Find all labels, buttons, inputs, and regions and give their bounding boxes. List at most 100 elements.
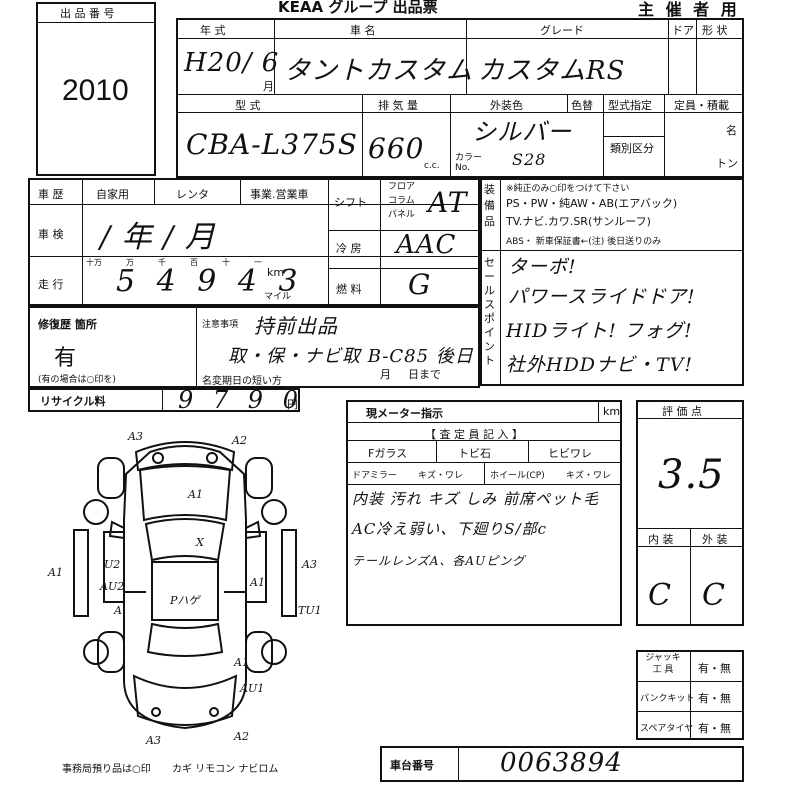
remark-line-1: 内装 汚れ キズ しみ 前席ペット毛 — [352, 490, 600, 508]
month-due: 月 — [380, 368, 391, 381]
jack-yes-no: 有・無 — [698, 662, 731, 675]
exterior-label: 外 装 — [702, 533, 728, 546]
equipment-row-3: ABS・ 新車保証書←(注) 後日送りのみ — [506, 237, 662, 247]
vehicle-info-grid — [176, 18, 744, 178]
year-label: 年 式 — [200, 24, 226, 37]
mark-hood: A1 — [187, 488, 203, 501]
interior-label: 内 装 — [648, 533, 674, 546]
tobi-ishi-label: トビ石 — [458, 447, 491, 460]
mark-roof: Pハゲ — [169, 594, 201, 607]
inspection-label: 車 検 — [38, 228, 64, 241]
mileage-label: 走 行 — [38, 278, 64, 291]
inspector-label: 【 査 定 員 記 入 】 — [425, 428, 523, 441]
chassis-label: 車台番号 — [390, 759, 434, 772]
history-label: 車 歴 — [38, 188, 64, 201]
remark-line-3: テールレンズA、各AUピング — [352, 554, 526, 568]
persons-unit: 名 — [726, 124, 737, 137]
mileage-value: 5 4 9 4 3 — [116, 264, 304, 299]
wheel-values: キズ・ワレ — [566, 471, 612, 481]
sales-point-3: HIDライト! フォグ! — [506, 320, 693, 342]
equipment-row-1: PS・PW・純AW・AB(エアバック) — [506, 197, 678, 210]
mark-rear-left: A3 — [145, 734, 161, 747]
column-label: コラム — [388, 196, 415, 206]
sales-point-label: セールスポイント — [484, 256, 495, 367]
exterior-color-value: シルバー — [472, 118, 572, 146]
displacement-label: 排 気 量 — [378, 99, 418, 112]
history-grid — [28, 178, 480, 306]
mark-rear-quarter: A1 — [233, 656, 249, 669]
f-glass-label: Fガラス — [368, 447, 408, 460]
day-due: 日まで — [408, 368, 441, 381]
score-value: 3.5 — [658, 452, 725, 498]
tons-unit: トン — [716, 157, 738, 170]
equipment-row-2: TV.ナビ.カワ.SR(サンルーフ) — [506, 215, 651, 228]
fuel-label: 燃 料 — [336, 283, 362, 296]
mark-front-right: A2 — [231, 434, 247, 447]
repair-value: 有 — [54, 346, 77, 371]
sales-point-4: 社外HDDナビ・TV! — [506, 354, 694, 376]
meter-label: 現メーター指示 — [366, 407, 443, 420]
private-label: 自家用 — [96, 188, 129, 201]
equipment-label: 装備品 — [484, 183, 495, 228]
repair-label: 修復歴 箇所 — [38, 318, 97, 331]
hibi-ware-label: ヒビワレ — [548, 447, 592, 460]
office-items-list: カギ リモコン ナビロム — [172, 764, 279, 775]
yen-unit: 円 — [287, 398, 298, 411]
interior-grade: C — [648, 578, 672, 613]
door-mirror-label: ドアミラー — [352, 471, 397, 481]
recycle-value: 9 7 9 0 — [178, 386, 304, 414]
shift-label: シフト — [334, 196, 367, 209]
mark-right-side: A3 — [301, 558, 317, 571]
mark-right-door: A1 — [249, 576, 265, 589]
inspection-value: / 年 / 月 — [100, 220, 216, 255]
sales-point-2: パワースライドドア! — [508, 286, 696, 308]
color-change-label: 色替 — [571, 99, 593, 112]
name-change-label: 名変期日の短い方 — [202, 376, 282, 387]
color-no-label: カラー No. — [455, 153, 483, 173]
jack-label: ジャッキ 工 具 — [645, 653, 681, 675]
mark-right-rear: TU1 — [298, 604, 322, 617]
mark-left-fender: U2 — [104, 558, 120, 571]
displacement-value: 660 — [368, 132, 425, 165]
chassis-value: 0063894 — [500, 748, 623, 778]
equipment-box — [480, 178, 744, 386]
inspector-box — [346, 400, 622, 626]
score-label: 評 価 点 — [662, 405, 702, 418]
chassis-box — [380, 746, 744, 782]
grade-label: グレード — [540, 24, 584, 37]
body-shape-label: 形 状 — [702, 24, 728, 37]
mark-windshield: X — [195, 536, 205, 549]
mark-left-rear-door: A — [113, 604, 122, 617]
aircon-value: AAC — [396, 230, 457, 260]
shift-value: AT — [428, 186, 468, 219]
notes-line-2: 取・保・ナビ取 B-C85 後日 — [228, 346, 474, 367]
mileage-digit-labels: 十万万千百十一 — [86, 258, 262, 267]
km-unit: km — [267, 266, 285, 279]
year-month-unit: 月 — [263, 80, 274, 93]
capacity-label: 定員・積載 — [674, 99, 729, 112]
remark-line-2: AC冷え弱い、下廻りS/部c — [352, 520, 548, 538]
aircon-label: 冷 房 — [336, 242, 362, 255]
doors-label: ドア — [672, 24, 694, 37]
grade-value: カスタムRS — [478, 56, 626, 86]
notes-label: 注意事項 — [202, 320, 239, 330]
office-items-label: 事務局預り品は○印 — [62, 764, 151, 775]
lot-number: 2010 — [62, 74, 129, 107]
mark-left-side: A1 — [47, 566, 63, 579]
spare-tire-yes-no: 有・無 — [698, 722, 731, 735]
type-designation-label: 型式指定 — [608, 99, 652, 112]
mark-rear-right: AU1 — [239, 682, 264, 695]
repair-note: (有の場合は○印を) — [38, 375, 116, 385]
puncture-kit-yes-no: 有・無 — [698, 692, 731, 705]
organizer-label: 主 催 者 用 — [638, 0, 740, 19]
color-no-value: S28 — [512, 150, 547, 169]
floor-label: フロア — [388, 182, 416, 192]
category-label: 類別区分 — [610, 142, 654, 155]
car-name-value: タントカスタム — [284, 56, 474, 86]
fuel-value: G — [408, 268, 432, 301]
notes-line-1: 持前出品 — [254, 314, 338, 338]
equipment-note: ※純正のみ○印をつけて下さい — [506, 184, 630, 194]
year-value: H20/ 6 — [184, 48, 280, 78]
mark-left-door: AU2 — [99, 580, 124, 593]
cc-unit: c.c. — [424, 161, 440, 171]
